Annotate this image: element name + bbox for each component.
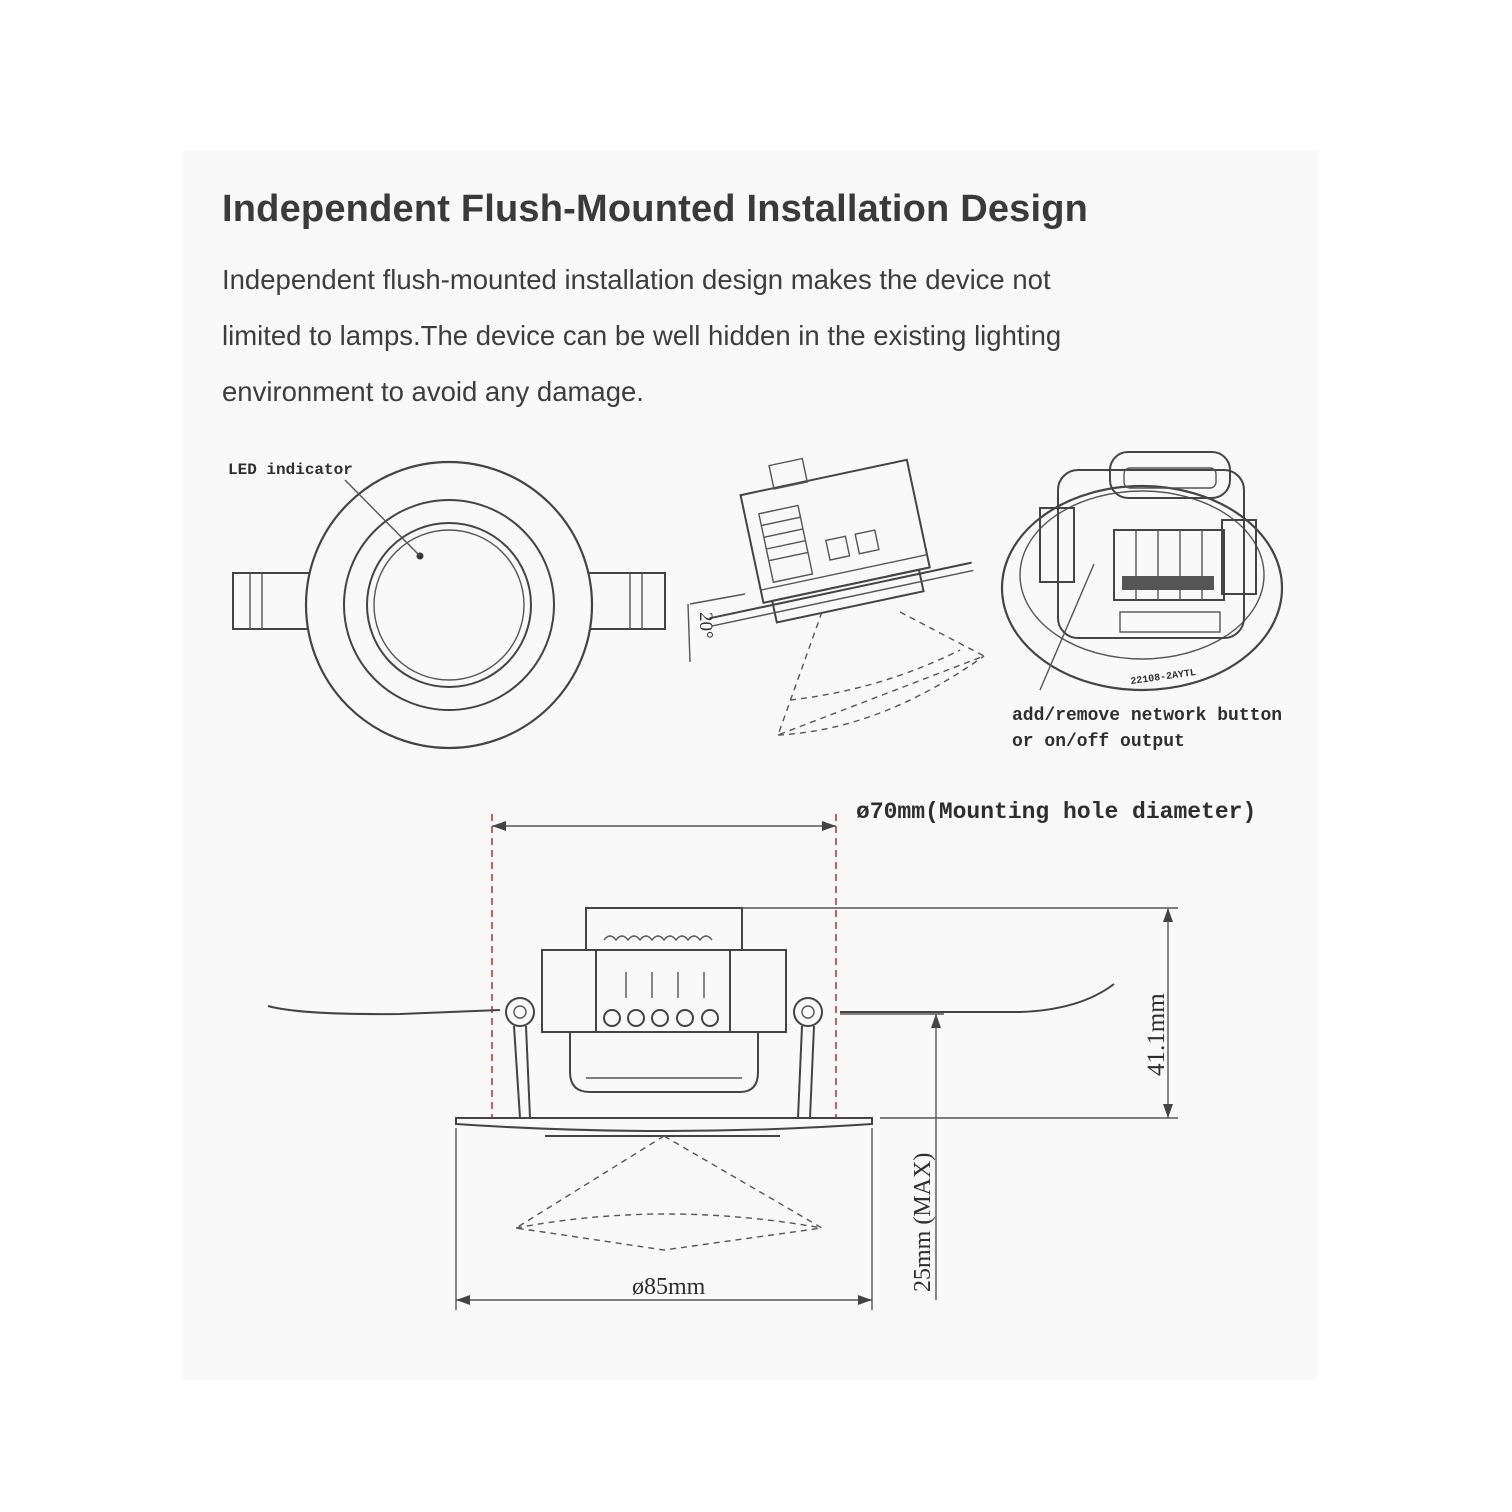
angle-label: 20° [695, 612, 716, 639]
diagram-sheet [183, 150, 1318, 1380]
description-line-3: environment to avoid any damage. [222, 376, 644, 407]
button-label-line-1: add/remove network button [1012, 706, 1282, 726]
side-view-drawing [687, 457, 986, 737]
led-indicator-label: LED indicator [228, 461, 353, 479]
description-line-2: limited to lamps.The device can be well … [222, 320, 1062, 351]
description-paragraph: Independent flush-mounted installation d… [222, 252, 1222, 420]
button-leader-line [1039, 563, 1095, 691]
button-label-line-2: or on/off output [1012, 732, 1185, 752]
mounting-hole-label: ø70mm(Mounting hole diameter) [856, 799, 1256, 825]
description-line-1: Independent flush-mounted installation d… [222, 264, 1051, 295]
top-view-drawing [232, 460, 666, 750]
rear-view-drawing [1000, 451, 1284, 692]
flange-diameter-label: ø85mm [632, 1274, 706, 1300]
led-indicator-leader [344, 479, 421, 557]
page-title: Independent Flush-Mounted Installation D… [222, 188, 1089, 230]
height-label: 41.1mm [1143, 993, 1170, 1076]
depth-label: 25mm (MAX) [910, 1153, 936, 1292]
section-view-drawing [267, 814, 1178, 1310]
